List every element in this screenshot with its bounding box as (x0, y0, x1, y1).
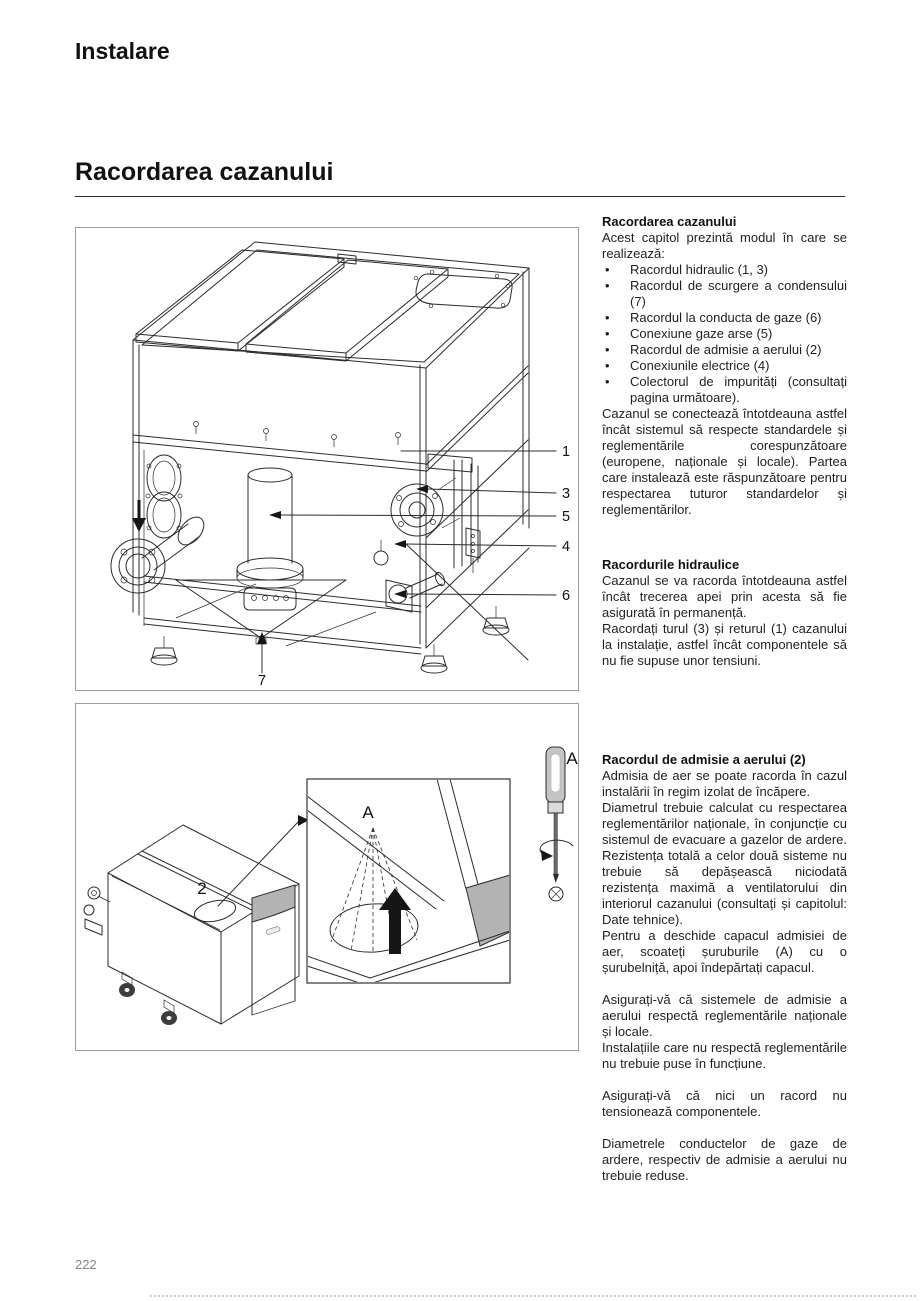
callout-5: 5 (269, 509, 570, 525)
flue-cylinder (236, 467, 304, 589)
list-item: Racordul de scurgere a condensului (7) (602, 278, 847, 310)
paragraph: Cazanul se va racorda întotdeauna astfel… (602, 573, 847, 620)
paragraph: Pentru a deschide capacul admisiei de ae… (602, 928, 847, 975)
inset-leader-arrow (217, 815, 309, 907)
block-heading: Racordurile hidraulice (602, 557, 740, 572)
callout-3: 3 (416, 485, 570, 502)
list-item: Racordul hidraulic (1, 3) (602, 262, 847, 278)
air-intake-cover-oval (193, 899, 237, 923)
list-item: Racordul de admisie a aerului (2) (602, 342, 847, 358)
flow-flange-group (390, 453, 479, 569)
screwdriver-icon (539, 746, 574, 902)
callout-label-1: 1 (562, 444, 570, 460)
callout-4: 4 (394, 539, 570, 555)
callout-label-3: 3 (562, 486, 570, 502)
rear-pipe-fittings (83, 886, 111, 936)
paragraph: Asigurați-vă că sistemele de admisie a a… (602, 992, 847, 1039)
return-flange (110, 516, 205, 594)
inset-screw-label: A (362, 803, 374, 822)
list-item: Racordul la conducta de gaze (6) (602, 310, 847, 326)
up-arrow-icon (379, 888, 411, 954)
rail-screws (193, 421, 401, 447)
callout-label-4: 4 (562, 539, 570, 555)
list-item: Conexiunile electrice (4) (602, 358, 847, 374)
paragraph: Racordați turul (3) și returul (1) cazan… (602, 621, 847, 668)
figure-boiler-connections: 1 3 5 4 6 (75, 227, 579, 691)
paragraph: Cazanul se conectează întotdeauna astfel… (602, 406, 847, 517)
phillips-screw-icon (548, 886, 564, 902)
paragraph: Instalațiile care nu respectă reglementă… (602, 1040, 847, 1071)
figure-air-intake: 2 (75, 703, 579, 1051)
adjustable-feet (150, 606, 510, 674)
casters (119, 971, 177, 1025)
chapter-title: Instalare (75, 38, 170, 64)
boiler-cabinet (83, 824, 300, 1025)
callout-label-6: 6 (562, 588, 570, 604)
text-block-hydraulic: Racordurile hidraulice Cazanul se va rac… (602, 557, 847, 669)
boiler-lids (135, 249, 449, 362)
paragraph: Acest capitol prezintă modul în care se … (602, 230, 847, 261)
text-block-boiler-connection: Racordarea cazanului Acest capitol prezi… (602, 214, 847, 518)
paragraph: Diametrul trebuie calculat cu respectare… (602, 800, 847, 927)
paragraph: Admisia de aer se poate racorda în cazul… (602, 768, 847, 799)
text-block-air-intake: Racordul de admisie a aerului (2) Admisi… (602, 752, 847, 1184)
inset-panel: A (306, 778, 511, 984)
air-intake-drawing: 2 (83, 746, 578, 1025)
paragraph: Diametrele conductelor de gaze de ardere… (602, 1136, 847, 1183)
air-intake-hole (329, 903, 419, 953)
paragraph: Asigurați-vă că nici un racord nu tensio… (602, 1088, 847, 1119)
burner-plate (243, 587, 297, 611)
screw-cone-dashes (330, 827, 418, 954)
manifold-plate (145, 454, 183, 539)
rotation-arrow-icon (539, 839, 574, 861)
list-item: Colectorul de impurități (consultați pag… (602, 374, 847, 406)
callout-1: 1 (400, 444, 570, 460)
electrical-box (465, 527, 481, 573)
boiler-connections-drawing: 1 3 5 4 6 (110, 241, 570, 689)
page-bottom-edge (150, 1295, 916, 1297)
list-item: Conexiune gaze arse (5) (602, 326, 847, 342)
callout-label-7: 7 (258, 673, 266, 689)
screwdriver-label: A (566, 749, 578, 768)
page-title: Racordarea cazanului (75, 158, 334, 186)
page-number: 222 (75, 1257, 97, 1272)
control-panel (251, 884, 296, 923)
callout-7: 7 (257, 632, 267, 689)
callout-label-5: 5 (562, 509, 570, 525)
brand-badge (265, 926, 281, 935)
callout-6: 6 (394, 588, 570, 604)
drain-hook (373, 540, 389, 566)
block-heading: Racordul de admisie a aerului (2) (602, 752, 806, 767)
flue-opening-outline (413, 269, 513, 309)
block-heading: Racordarea cazanului (602, 214, 737, 229)
section-rule (75, 196, 845, 197)
bullet-list: Racordul hidraulic (1, 3) Racordul de sc… (602, 262, 847, 406)
corner-bracket (465, 874, 509, 947)
callout-label-2: 2 (197, 879, 206, 898)
down-arrow-icon (132, 500, 146, 532)
